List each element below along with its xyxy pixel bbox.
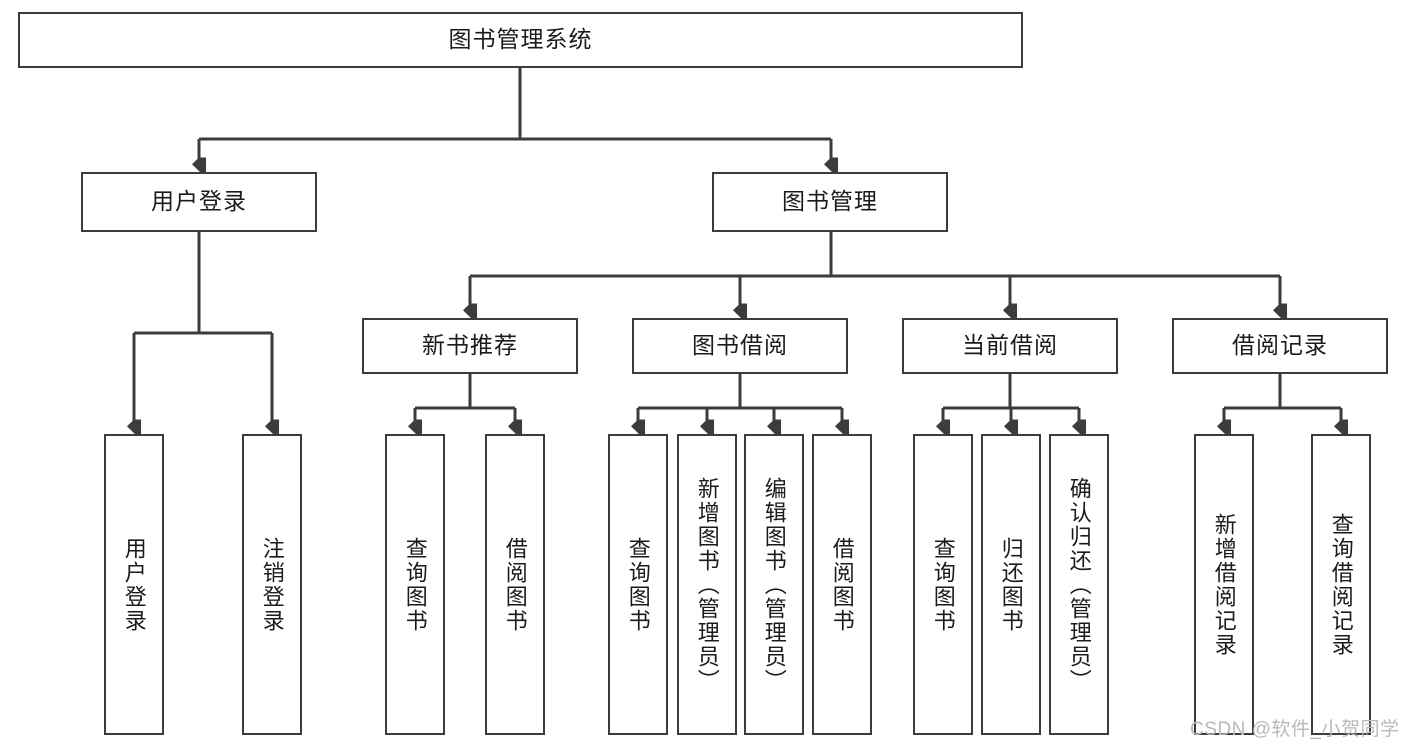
leaf-query-borrow-record-label: 查询借阅记录 bbox=[1328, 512, 1354, 657]
leaf-borrow-book-recommend[interactable]: 借阅图书 bbox=[485, 434, 545, 735]
node-new-book-recommend-label: 新书推荐 bbox=[422, 332, 518, 359]
node-current-borrow[interactable]: 当前借阅 bbox=[902, 318, 1118, 374]
node-user-login[interactable]: 用户登录 bbox=[81, 172, 317, 232]
leaf-confirm-return-admin-label: 确认归还（管理员） bbox=[1066, 476, 1092, 693]
leaf-borrow-book[interactable]: 借阅图书 bbox=[812, 434, 872, 735]
leaf-user-login-label: 用户登录 bbox=[121, 536, 147, 633]
leaf-borrow-book-label: 借阅图书 bbox=[829, 536, 855, 633]
node-current-borrow-label: 当前借阅 bbox=[962, 332, 1058, 359]
leaf-edit-book-admin-label: 编辑图书（管理员） bbox=[761, 476, 787, 693]
leaf-return-book[interactable]: 归还图书 bbox=[981, 434, 1041, 735]
leaf-query-book-recommend-label: 查询图书 bbox=[402, 536, 428, 633]
leaf-query-book-borrow[interactable]: 查询图书 bbox=[608, 434, 668, 735]
node-book-management[interactable]: 图书管理 bbox=[712, 172, 948, 232]
leaf-user-logout-label: 注销登录 bbox=[259, 536, 285, 633]
node-root-label: 图书管理系统 bbox=[448, 26, 593, 53]
leaf-edit-book-admin[interactable]: 编辑图书（管理员） bbox=[744, 434, 804, 735]
leaf-add-borrow-record-label: 新增借阅记录 bbox=[1211, 512, 1237, 657]
csdn-watermark: CSDN @软件_小贺同学 bbox=[1190, 719, 1400, 740]
leaf-query-book-current-label: 查询图书 bbox=[930, 536, 956, 633]
leaf-add-borrow-record[interactable]: 新增借阅记录 bbox=[1194, 434, 1254, 735]
node-book-management-label: 图书管理 bbox=[782, 188, 878, 215]
node-borrow-record-label: 借阅记录 bbox=[1232, 332, 1328, 359]
leaf-add-book-admin-label: 新增图书（管理员） bbox=[694, 476, 720, 693]
leaf-add-book-admin[interactable]: 新增图书（管理员） bbox=[677, 434, 737, 735]
node-new-book-recommend[interactable]: 新书推荐 bbox=[362, 318, 578, 374]
leaf-user-logout[interactable]: 注销登录 bbox=[242, 434, 302, 735]
leaf-query-book-current[interactable]: 查询图书 bbox=[913, 434, 973, 735]
node-book-borrow-label: 图书借阅 bbox=[692, 332, 788, 359]
leaf-confirm-return-admin[interactable]: 确认归还（管理员） bbox=[1049, 434, 1109, 735]
node-book-borrow[interactable]: 图书借阅 bbox=[632, 318, 848, 374]
leaf-borrow-book-recommend-label: 借阅图书 bbox=[502, 536, 528, 633]
node-user-login-label: 用户登录 bbox=[151, 188, 247, 215]
leaf-return-book-label: 归还图书 bbox=[998, 536, 1024, 633]
node-borrow-record[interactable]: 借阅记录 bbox=[1172, 318, 1388, 374]
node-root[interactable]: 图书管理系统 bbox=[18, 12, 1023, 68]
leaf-query-book-recommend[interactable]: 查询图书 bbox=[385, 434, 445, 735]
leaf-query-borrow-record[interactable]: 查询借阅记录 bbox=[1311, 434, 1371, 735]
leaf-user-login[interactable]: 用户登录 bbox=[104, 434, 164, 735]
leaf-query-book-borrow-label: 查询图书 bbox=[625, 536, 651, 633]
